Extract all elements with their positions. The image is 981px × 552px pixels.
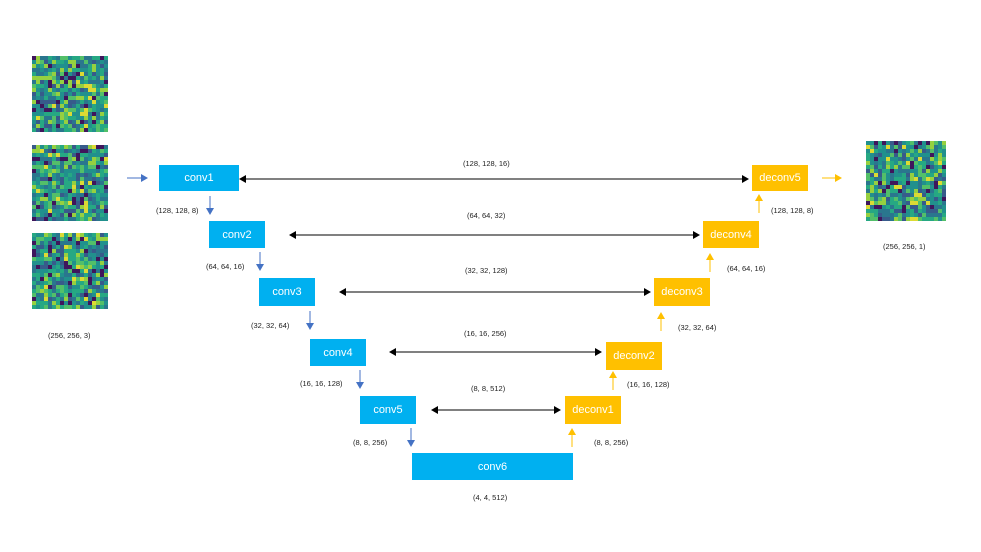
deconv1-block: deconv1 (565, 396, 621, 424)
deconv2-output-shape: (16, 16, 128) (627, 380, 670, 389)
conv3-output-shape: (32, 32, 64) (251, 321, 290, 330)
deconv4-block: deconv4 (703, 221, 759, 248)
deconv5-output-shape: (128, 128, 8) (771, 206, 814, 215)
input-channel-image-2 (32, 145, 108, 221)
conv6-block: conv6 (412, 453, 573, 480)
conv3-block: conv3 (259, 278, 315, 306)
conv1-output-shape: (128, 128, 8) (156, 206, 199, 215)
conv2-output-shape: (64, 64, 16) (206, 262, 245, 271)
deconv3-block: deconv3 (654, 278, 710, 306)
deconv3-output-shape: (32, 32, 64) (678, 323, 717, 332)
conv5-block: conv5 (360, 396, 416, 424)
skip-3-shape: (32, 32, 128) (465, 266, 508, 275)
input-shape-label: (256, 256, 3) (48, 331, 91, 340)
conv4-block: conv4 (310, 339, 366, 366)
deconv5-block: deconv5 (752, 165, 808, 191)
skip-2-shape: (64, 64, 32) (467, 211, 506, 220)
skip-4-shape: (16, 16, 256) (464, 329, 507, 338)
input-channel-image-1 (32, 56, 108, 132)
skip-5-shape: (8, 8, 512) (471, 384, 506, 393)
deconv2-block: deconv2 (606, 342, 662, 370)
conv1-block: conv1 (159, 165, 239, 191)
input-channel-image-3 (32, 233, 108, 309)
conv2-block: conv2 (209, 221, 265, 248)
output-shape-label: (256, 256, 1) (883, 242, 926, 251)
conv4-output-shape: (16, 16, 128) (300, 379, 343, 388)
deconv1-output-shape: (8, 8, 256) (594, 438, 629, 447)
deconv4-output-shape: (64, 64, 16) (727, 264, 766, 273)
skip-1-shape: (128, 128, 16) (463, 159, 510, 168)
output-image (866, 141, 946, 221)
conv5-output-shape: (8, 8, 256) (353, 438, 388, 447)
conv6-output-shape: (4, 4, 512) (473, 493, 508, 502)
